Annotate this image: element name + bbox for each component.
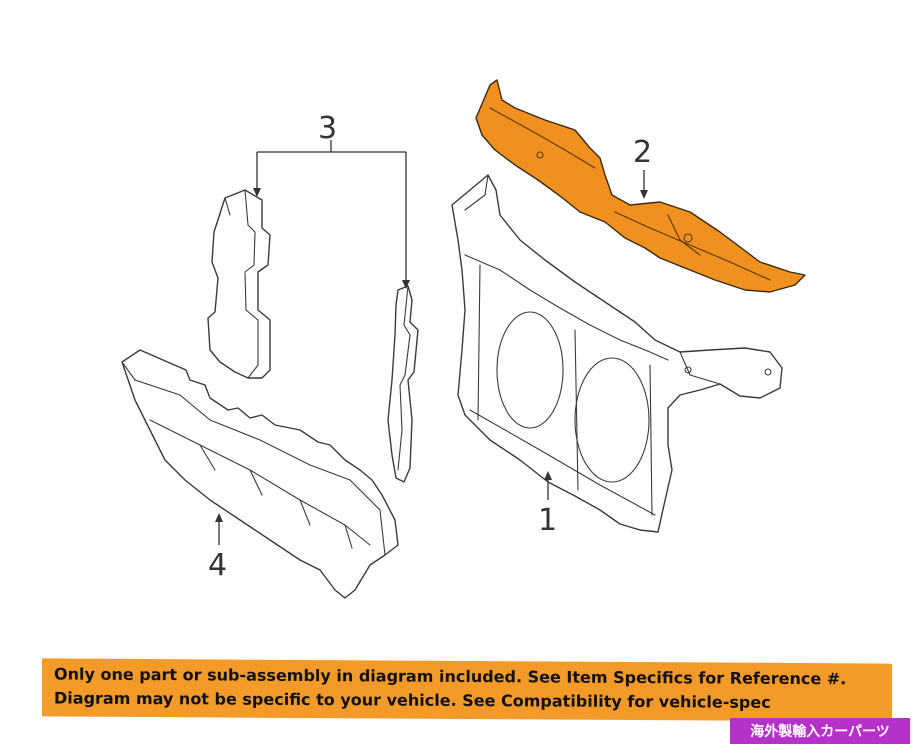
disclaimer-banner: Only one part or sub-assembly in diagram… [42,658,892,722]
disclaimer-line-2: Diagram may not be specific to your vehi… [54,688,771,712]
callout-labels: 3 2 1 4 [208,111,652,583]
callout-lines [215,140,648,545]
callout-3: 3 [318,111,337,146]
callout-1: 1 [538,503,557,538]
part-3-right-air-guide [387,285,419,483]
part-3-left-air-guide [207,189,271,379]
shop-badge: 海外製輸入カーパーツ [730,718,910,744]
part-1-radiator-support [451,174,783,533]
callout-2: 2 [633,135,652,170]
disclaimer-line-1: Only one part or sub-assembly in diagram… [54,664,847,689]
part-2-upper-deflector [475,79,806,293]
callout-4: 4 [208,548,227,583]
part-4-lower-deflector [121,349,399,599]
